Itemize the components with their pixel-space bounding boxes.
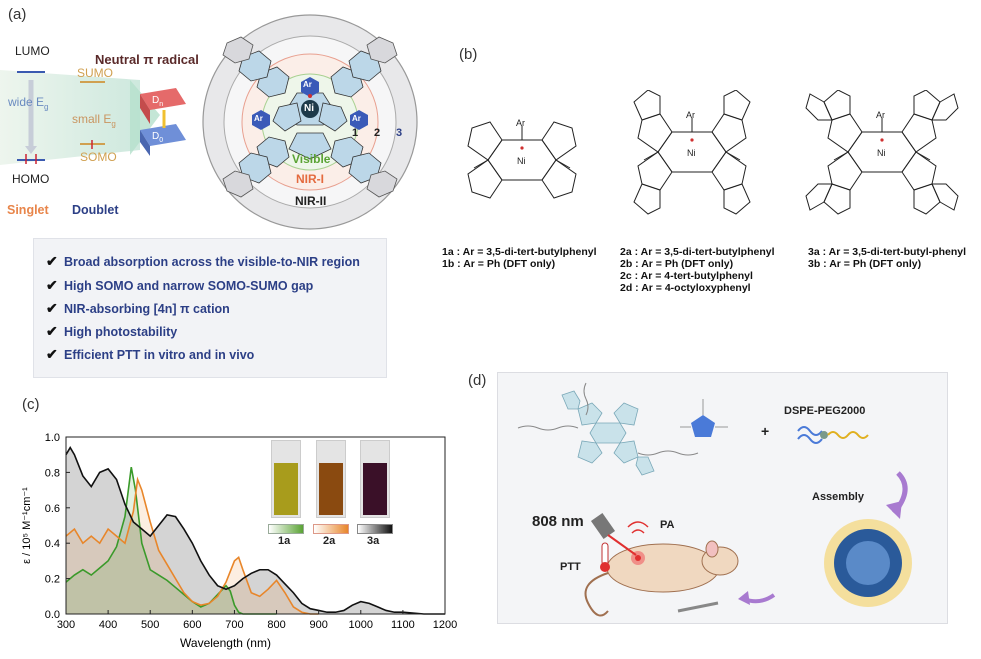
- plot-frame: [65, 436, 446, 615]
- ring-label-1: 1: [352, 127, 359, 139]
- legend-group-1: 1a : Ar = 3,5-di-tert-butylphenyl 1b : A…: [442, 246, 597, 270]
- absorption-rings-diagram: [202, 14, 418, 230]
- x-tick-label: 500: [141, 619, 159, 631]
- scheme-graphics: [517, 382, 912, 617]
- assembly-label: Assembly: [812, 491, 864, 503]
- x-tick-label: 400: [99, 619, 117, 631]
- panel-a-label: (a): [8, 6, 27, 23]
- x-tick-label: 700: [225, 619, 243, 631]
- dspe-peg-label: DSPE-PEG2000: [784, 405, 866, 417]
- energy-diagram: [0, 70, 160, 165]
- y-tick-label: 0.2: [45, 574, 60, 586]
- y-tick-label: 0.8: [45, 467, 60, 479]
- checkmark-icon: ✔: [46, 300, 58, 316]
- checkmark-icon: ✔: [46, 346, 58, 362]
- vial-3a: [360, 440, 390, 518]
- d0-label: D0: [152, 131, 164, 144]
- x-tick-label: 300: [57, 619, 75, 631]
- ar-label-b3: Ar: [876, 110, 885, 120]
- ni-label-2: Ni: [687, 148, 696, 158]
- wide-gap-label: wide Eg: [8, 95, 49, 112]
- y-tick-label: 0.0: [45, 609, 60, 621]
- ar-label-b1: Ar: [516, 118, 525, 128]
- series-line-3a: [65, 446, 445, 615]
- lumo-label: LUMO: [15, 44, 50, 58]
- vial-label-1a: 1a: [278, 535, 291, 547]
- neutral-radical-title: Neutral π radical: [95, 52, 199, 67]
- ring-label-2: 2: [374, 127, 381, 139]
- checkmark-icon: ✔: [46, 323, 58, 339]
- gradient-bar-1a: [268, 524, 304, 534]
- ni-label-3: Ni: [877, 148, 886, 158]
- vial-inset: 1a 2a 3a: [268, 440, 393, 550]
- series-area-3a: [66, 447, 445, 614]
- ar-label-right: Ar: [352, 114, 361, 123]
- ar-label-top: Ar: [303, 80, 312, 89]
- x-tick-label: 800: [267, 619, 285, 631]
- doublet-label: Doublet: [72, 203, 119, 217]
- vial-label-2a: 2a: [323, 535, 336, 547]
- small-gap-label: small Eg: [72, 112, 116, 129]
- vial-label-3a: 3a: [367, 535, 380, 547]
- x-tick-label: 1200: [433, 619, 457, 631]
- gradient-bar-3a: [357, 524, 393, 534]
- sumo-label: SUMO: [77, 66, 113, 80]
- ni-atom-label: Ni: [304, 103, 314, 114]
- ar-label-b2: Ar: [686, 110, 695, 120]
- somo-label: SOMO: [80, 150, 117, 164]
- singlet-label: Singlet: [7, 203, 49, 217]
- visible-region-label: Visible: [292, 152, 331, 166]
- feature-item: ✔Broad absorption across the visible-to-…: [46, 253, 360, 269]
- feature-item: ✔Efficient PTT in vitro and in vivo: [46, 346, 255, 362]
- pa-label: PA: [660, 519, 675, 531]
- series-line-2a: [65, 476, 319, 615]
- nir1-region-label: NIR-I: [296, 172, 324, 186]
- x-tick-label: 600: [183, 619, 201, 631]
- features-box: ✔Broad absorption across the visible-to-…: [33, 238, 387, 378]
- state-box-icon: [140, 88, 186, 156]
- vial-liquid: [319, 463, 343, 515]
- y-axis-label: ε / 10⁵ M⁻¹cm⁻¹: [21, 487, 33, 564]
- vial-1a: [271, 440, 301, 518]
- feature-item: ✔High photostability: [46, 323, 178, 339]
- ring-label-3: 3: [396, 127, 403, 139]
- ptt-label: PTT: [560, 561, 581, 573]
- panel-b-label: (b): [459, 46, 478, 63]
- y-tick-label: 0.4: [45, 538, 60, 550]
- y-tick-label: 1.0: [45, 432, 60, 444]
- vial-2a: [316, 440, 346, 518]
- checkmark-icon: ✔: [46, 253, 58, 269]
- panel-d-label: (d): [468, 372, 487, 389]
- x-axis-label: Wavelength (nm): [180, 636, 271, 650]
- feature-item: ✔NIR-absorbing [4n] π cation: [46, 300, 230, 316]
- homo-label: HOMO: [12, 172, 50, 186]
- ni-label-1: Ni: [517, 156, 526, 166]
- dn-label: Dn: [152, 95, 164, 108]
- x-tick-label: 900: [309, 619, 327, 631]
- feature-item: ✔High SOMO and narrow SOMO-SUMO gap: [46, 277, 314, 293]
- nanoparticle-scheme: DSPE-PEG2000 + Assembly 808 nm PA PTT: [497, 372, 948, 624]
- x-tick-label: 1000: [349, 619, 373, 631]
- vial-liquid: [274, 463, 298, 515]
- y-tick-label: 0.6: [45, 503, 60, 515]
- series-line-1a: [65, 466, 277, 615]
- ar-label-left: Ar: [254, 114, 263, 123]
- absorption-chart: 300 400 500 600 700 800 900 1000 1100 1200 0.0 0.2 0…: [21, 432, 457, 650]
- gradient-bar-2a: [313, 524, 349, 534]
- x-tick-label: 1100: [391, 619, 415, 631]
- checkmark-icon: ✔: [46, 277, 58, 293]
- legend-group-3: 3a : Ar = 3,5-di-tert-butyl-phenyl 3b : …: [808, 246, 967, 270]
- molecule-structures: [467, 90, 959, 215]
- series-area-2a: [66, 479, 319, 614]
- panel-c-label: (c): [22, 396, 40, 413]
- series-area-1a: [66, 467, 277, 614]
- vial-liquid: [363, 463, 387, 515]
- legend-group-2: 2a : Ar = 3,5-di-tert-butylphenyl 2b : A…: [620, 246, 775, 294]
- nir2-region-label: NIR-II: [295, 194, 327, 208]
- plus-sign: +: [761, 423, 770, 439]
- laser-wavelength-label: 808 nm: [532, 513, 584, 530]
